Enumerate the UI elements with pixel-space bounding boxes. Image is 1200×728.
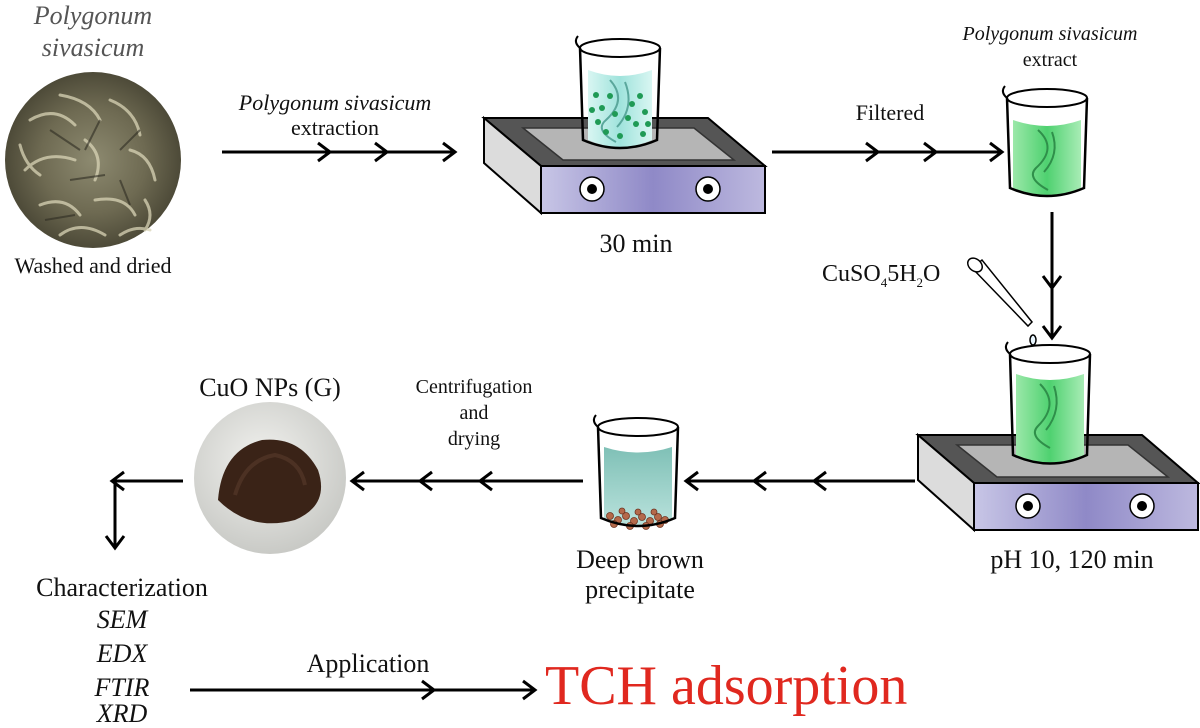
arrow-to-powder xyxy=(349,470,583,492)
dried-leaves-photo xyxy=(5,72,181,248)
tch-adsorption-label: TCH adsorption xyxy=(545,655,908,717)
centrifuge-label-line3: drying xyxy=(447,428,501,450)
cuo-powder-photo xyxy=(194,402,346,554)
filtered-label: Filtered xyxy=(855,100,925,125)
arrow-extraction xyxy=(222,141,458,163)
extraction-label: extraction xyxy=(291,115,379,140)
characterization-title: Characterization xyxy=(36,573,208,602)
beaker-extract xyxy=(1001,85,1089,198)
beaker-extraction xyxy=(574,35,662,150)
plant-name-line2: sivasicum xyxy=(41,33,145,62)
arrow-filtered xyxy=(772,141,1005,163)
method-xrd: XRD xyxy=(96,699,148,728)
pipette xyxy=(967,257,1037,346)
arrow-to-precipitate xyxy=(683,470,915,492)
beaker-precipitate xyxy=(592,414,680,530)
arrow-down xyxy=(1041,212,1063,341)
precipitate-label-line2: precipitate xyxy=(585,575,695,604)
precipitate-label-line1: Deep brown xyxy=(576,545,704,574)
arrow-to-characterization xyxy=(104,470,183,551)
extract-species-label: Polygonum sivasicum xyxy=(962,23,1138,45)
centrifuge-label-line2: and xyxy=(459,402,489,424)
method-sem: SEM xyxy=(96,605,148,634)
reaction-conditions-label: pH 10, 120 min xyxy=(990,545,1154,574)
method-ftir: FTIR xyxy=(94,673,150,702)
extraction-species-label: Polygonum sivasicum xyxy=(238,90,432,115)
plant-caption: Washed and dried xyxy=(14,253,172,278)
plant-name-line1: Polygonum xyxy=(33,1,153,30)
arrow-application xyxy=(190,679,538,701)
stir-time-label: 30 min xyxy=(599,229,673,258)
method-edx: EDX xyxy=(96,639,148,668)
centrifuge-label-line1: Centrifugation xyxy=(415,376,533,398)
extract-label: extract xyxy=(1022,49,1078,71)
beaker-reaction xyxy=(1004,341,1092,465)
reagent-formula: CuSO45H2O xyxy=(822,261,941,290)
application-label: Application xyxy=(306,649,430,678)
product-label: CuO NPs (G) xyxy=(199,373,341,402)
